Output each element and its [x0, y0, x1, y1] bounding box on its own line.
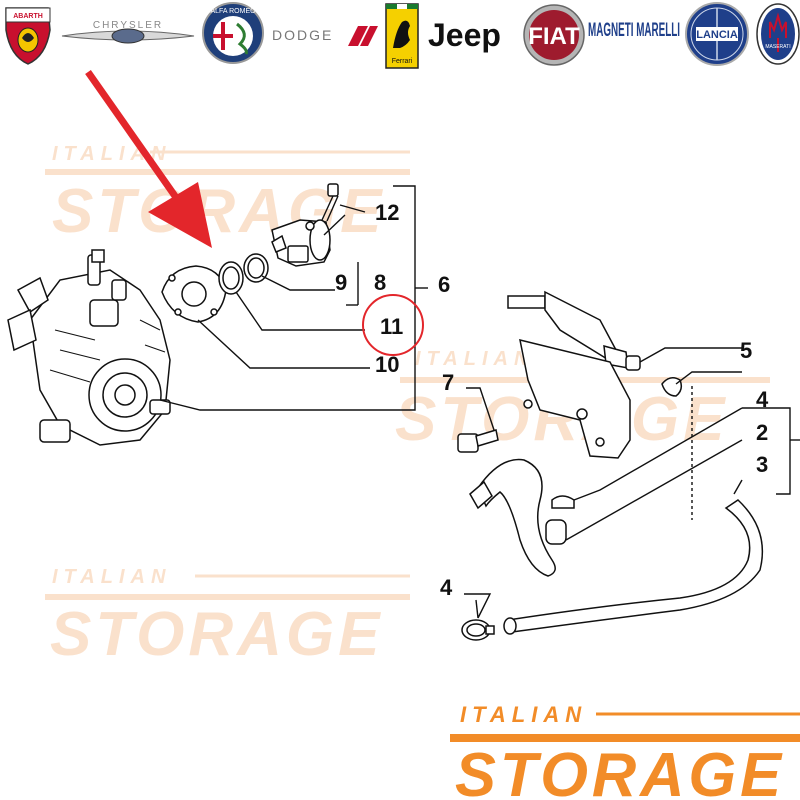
callout-3: 3 [756, 452, 768, 477]
return-pipe-assembly [457, 290, 764, 641]
callout-12: 12 [375, 200, 399, 225]
bolt-part-12 [321, 183, 339, 222]
fiat-logo-icon: FIAT [523, 4, 585, 66]
dodge-logo-icon: DODGE [272, 26, 378, 46]
maserati-logo-icon: MASERATI [756, 3, 800, 65]
svg-text:ALFA ROMEO: ALFA ROMEO [210, 8, 256, 15]
callout-9: 9 [335, 270, 347, 295]
high-pressure-pump [7, 249, 171, 446]
chrysler-logo-icon: CHRYSLER [61, 20, 195, 44]
svg-text:STORAGE: STORAGE [50, 600, 383, 669]
leader-lines-right [464, 347, 800, 619]
footer-logo: ITALIAN STORAGE [450, 702, 800, 800]
svg-text:DODGE: DODGE [272, 27, 333, 43]
callout-6: 6 [438, 272, 450, 297]
highlight-circle [362, 294, 424, 356]
pressure-regulator-part-8 [271, 219, 331, 267]
svg-text:Ferrari: Ferrari [392, 58, 413, 65]
svg-text:MASERATI: MASERATI [765, 44, 790, 50]
callout-11: 11 [380, 314, 403, 339]
pump-flange-part-10 [161, 265, 227, 323]
callout-2: 2 [756, 420, 768, 445]
callout-10: 10 [375, 352, 399, 377]
svg-text:Jeep: Jeep [428, 17, 501, 53]
lancia-logo-icon: LANCIA [685, 2, 749, 66]
abarth-logo-icon: ABARTH [5, 7, 51, 65]
svg-text:MAGNETI MARELLI: MAGNETI MARELLI [588, 20, 680, 41]
red-arrow-icon [85, 69, 212, 248]
magneti-marelli-logo-icon: MAGNETI MARELLI [588, 20, 680, 41]
leader-lines-left [159, 185, 428, 411]
alfa-romeo-logo-icon: ALFA ROMEO [202, 2, 264, 64]
jeep-logo-icon: Jeep [428, 17, 501, 53]
svg-text:STORAGE: STORAGE [455, 741, 785, 800]
svg-text:ABARTH: ABARTH [13, 13, 43, 20]
watermark-top: ITALIAN STORAGE [45, 143, 410, 246]
callout-7: 7 [442, 370, 454, 395]
o-ring-part-11 [218, 261, 244, 295]
brand-logo-strip: ABARTH CHRYSLER ALFA ROMEO DODGE [5, 2, 800, 69]
o-ring-part-9 [243, 253, 269, 283]
svg-text:FIAT: FIAT [528, 23, 580, 50]
svg-text:ITALIAN: ITALIAN [52, 566, 171, 588]
callout-5: 5 [740, 338, 752, 363]
svg-text:CHRYSLER: CHRYSLER [93, 20, 163, 31]
svg-text:ITALIAN: ITALIAN [460, 702, 587, 727]
callout-8: 8 [374, 270, 386, 295]
svg-text:ITALIAN: ITALIAN [415, 348, 534, 370]
watermark-bottom: ITALIAN STORAGE [45, 566, 410, 669]
callout-4-lower: 4 [440, 575, 453, 600]
svg-text:LANCIA: LANCIA [696, 29, 738, 41]
svg-text:ITALIAN: ITALIAN [52, 143, 171, 165]
callout-4-upper: 4 [756, 387, 769, 412]
ferrari-logo-icon: Ferrari [385, 3, 419, 69]
